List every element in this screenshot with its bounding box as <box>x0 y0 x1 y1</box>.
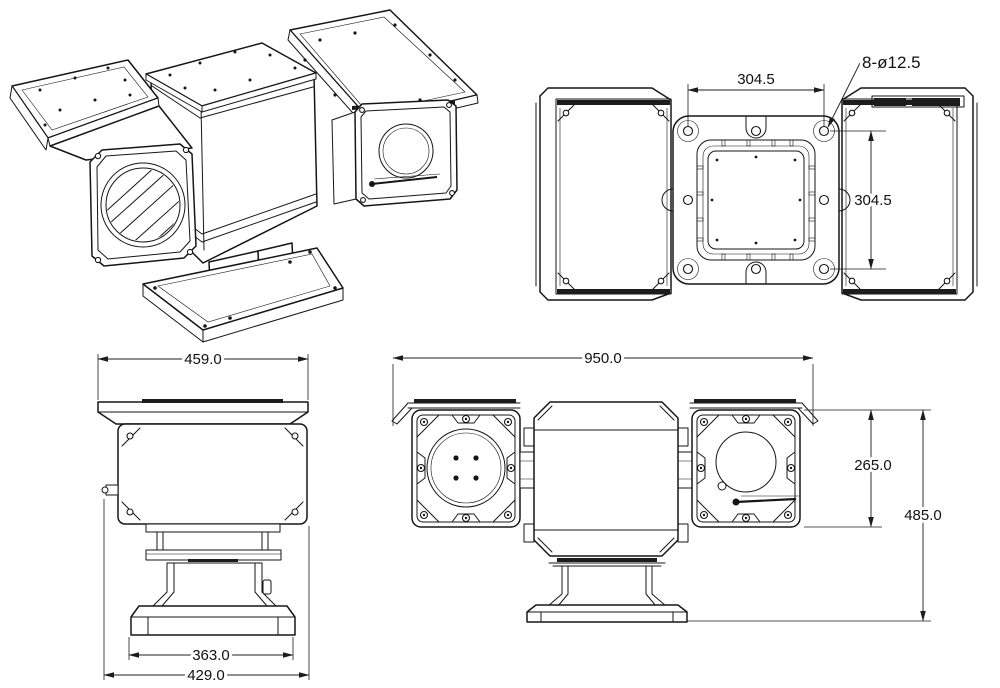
top-view: 304.5 304.5 8-ø12.5 <box>535 50 978 301</box>
iso-left-lens-circle <box>100 162 186 248</box>
front-left-bolts <box>416 414 516 523</box>
side-base-flange <box>130 605 296 636</box>
side-roof <box>97 399 309 425</box>
side-dim-base-width: 363.0 <box>128 637 294 667</box>
iso-left-roof <box>9 59 160 151</box>
mount-hole <box>818 194 830 206</box>
hole-callout-label: 8-ø12.5 <box>862 53 921 72</box>
mount-hole <box>818 125 830 137</box>
iso-pedestal-base <box>142 242 344 343</box>
front-dim-camera-height: 265.0 <box>804 409 931 528</box>
mount-hole <box>682 194 694 206</box>
iso-central-top-plate <box>145 42 317 113</box>
iso-left-camera-housing <box>49 105 197 267</box>
dim-side-base-label: 363.0 <box>192 647 230 664</box>
dim-side-overall-label: 429.0 <box>187 667 225 684</box>
side-dim-overall-width: 429.0 <box>103 499 310 687</box>
side-pedestal <box>152 562 277 607</box>
side-dim-roof-width: 459.0 <box>97 348 309 400</box>
thermal-lens-circle <box>426 428 506 508</box>
top-left-housing <box>535 87 672 301</box>
front-left-roof <box>391 399 521 425</box>
front-left-camera <box>411 409 521 528</box>
front-pedestal <box>547 558 667 607</box>
dim-front-width-label: 950.0 <box>584 350 622 367</box>
front-base-flange <box>526 604 688 623</box>
dim-top-depth-label: 304.5 <box>854 192 892 209</box>
dim-top-width-label: 304.5 <box>737 71 775 88</box>
mount-hole <box>682 125 694 137</box>
front-right-bolts <box>696 414 796 523</box>
dim-front-camera-height-label: 265.0 <box>854 457 892 474</box>
side-cable-gland <box>101 484 119 496</box>
mount-hole <box>682 263 694 275</box>
iso-right-wiper <box>369 173 441 187</box>
front-right-roof <box>689 399 819 425</box>
front-view: 950.0 265.0 485.0 <box>391 347 945 623</box>
side-view: 459.0 363.0 429.0 <box>97 348 310 687</box>
top-dim-depth: 304.5 <box>830 130 895 270</box>
top-dim-width: 304.5 <box>687 68 825 126</box>
front-central-body <box>519 401 693 557</box>
mount-hole <box>818 263 830 275</box>
top-right-housing <box>841 87 978 301</box>
dim-side-roof-label: 459.0 <box>184 351 222 368</box>
dim-front-overall-height-label: 485.0 <box>904 507 942 524</box>
isometric-view <box>9 9 479 343</box>
side-housing <box>101 423 308 525</box>
boss-tick-marks <box>696 139 816 261</box>
top-wiper-bar <box>871 95 965 108</box>
front-wiper <box>732 495 799 506</box>
mount-hole <box>750 263 762 275</box>
iso-right-camera-housing <box>331 99 458 207</box>
front-right-camera <box>691 409 801 528</box>
front-dim-overall-width: 950.0 <box>392 347 814 426</box>
front-dim-overall-height: 485.0 <box>687 409 945 622</box>
top-hole-callout: 8-ø12.5 <box>827 50 924 128</box>
visible-lens-circle <box>715 431 777 493</box>
mount-hole <box>750 125 762 137</box>
top-mounting-plate <box>661 115 851 285</box>
side-tilt-platform <box>145 523 282 562</box>
iso-right-lens-circle <box>378 123 434 179</box>
side-junction-box <box>262 579 272 595</box>
